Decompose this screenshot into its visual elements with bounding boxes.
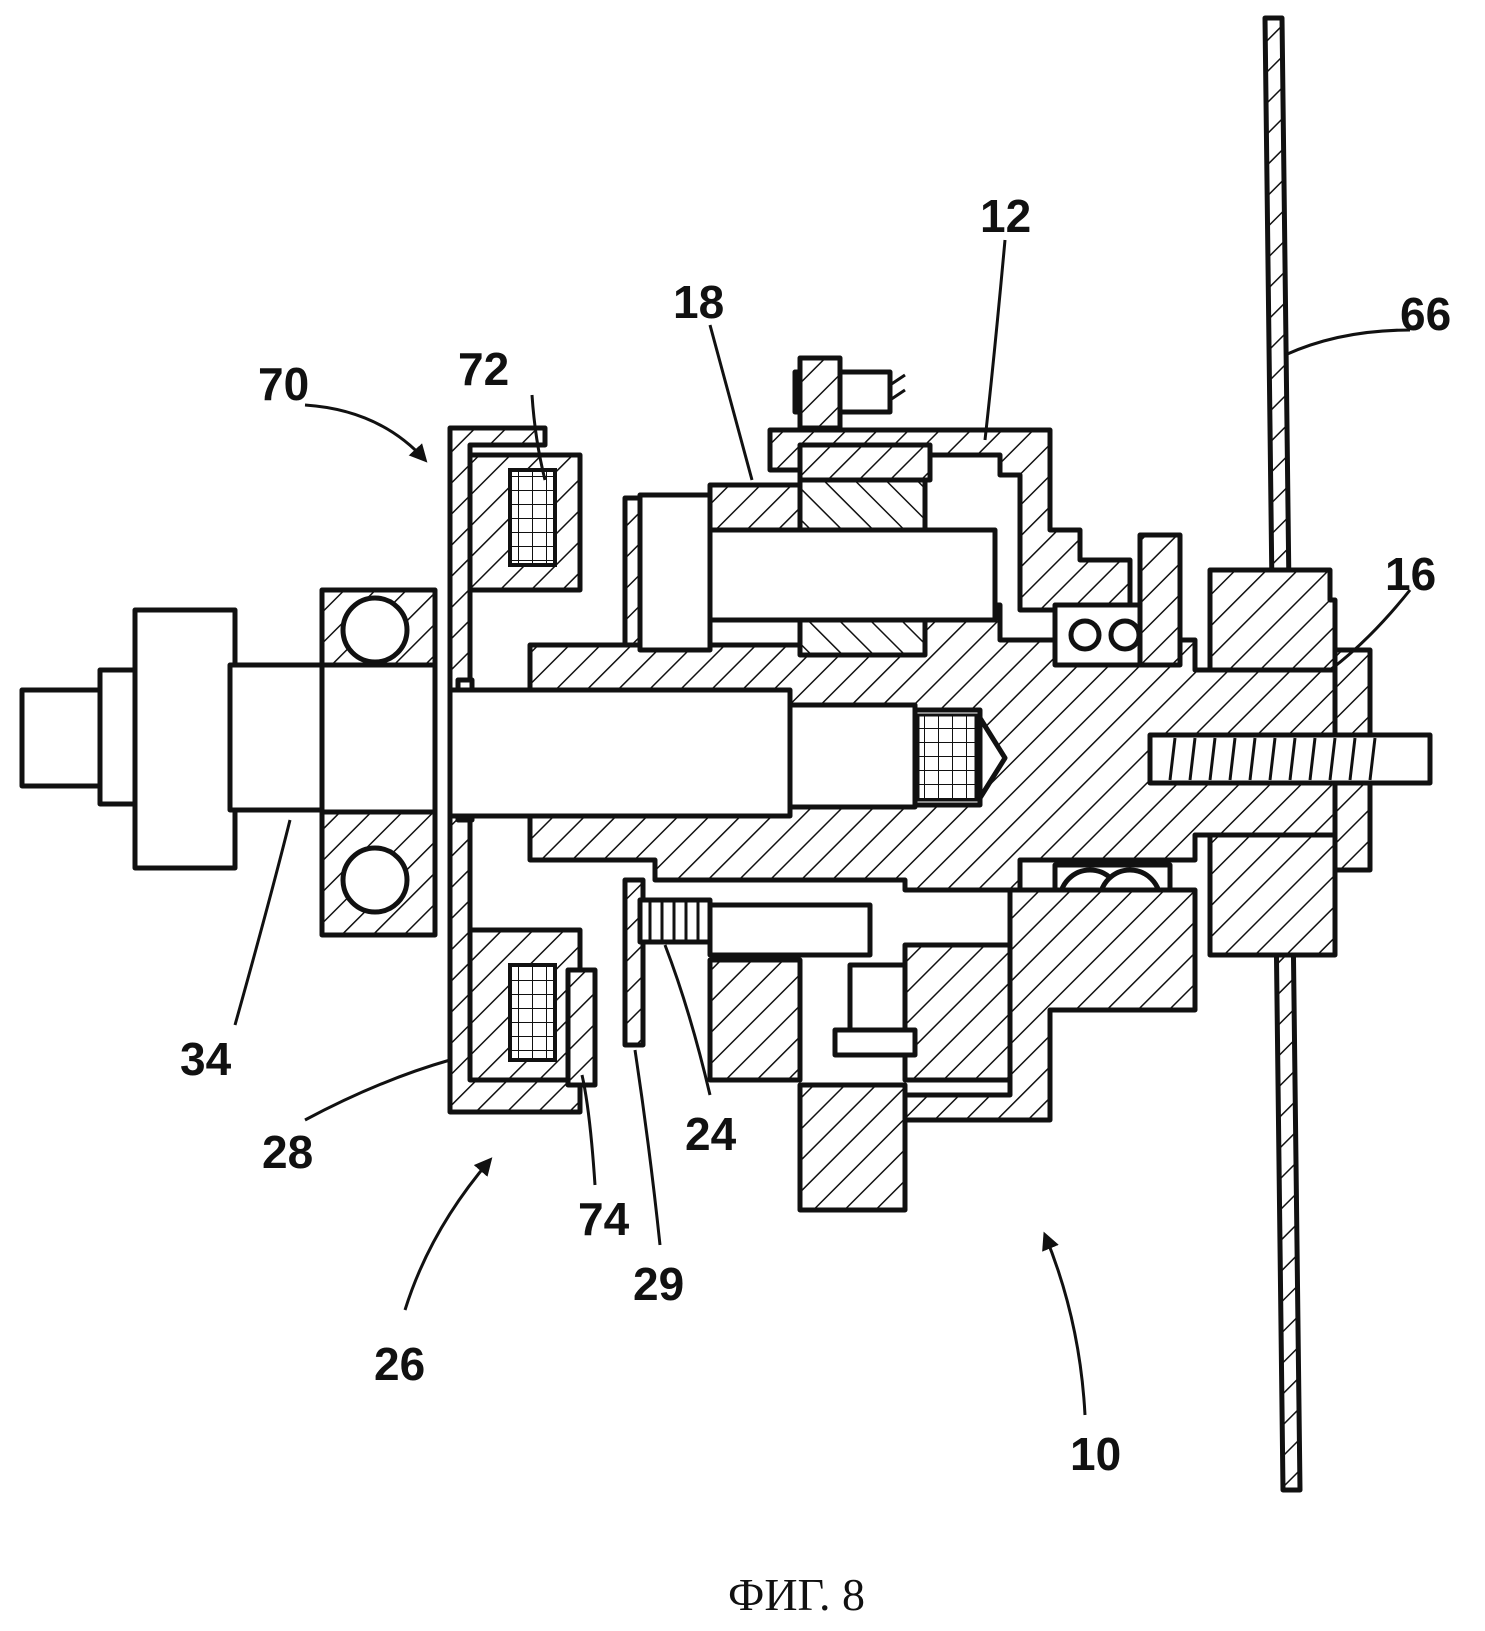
spindle-hub xyxy=(447,602,1338,893)
ref-10: 10 xyxy=(1070,1428,1121,1480)
ref-26: 26 xyxy=(374,1338,425,1390)
screw-24 xyxy=(637,897,873,958)
reference-labels: 70 72 18 12 66 16 34 28 26 74 29 24 10 xyxy=(180,190,1451,1480)
coil-lower xyxy=(508,963,557,1062)
coil-upper xyxy=(508,468,557,567)
ref-16: 16 xyxy=(1385,548,1436,600)
ref-66: 66 xyxy=(1400,288,1451,340)
ref-28: 28 xyxy=(262,1126,313,1178)
left-ball-bearing xyxy=(319,587,438,938)
blade-flange xyxy=(1147,567,1433,958)
ref-74: 74 xyxy=(578,1193,630,1245)
ref-12: 12 xyxy=(980,190,1031,242)
ref-70: 70 xyxy=(258,358,309,410)
housing-lower xyxy=(707,887,1198,1213)
gear-18 xyxy=(637,477,998,658)
housing-12 xyxy=(767,355,1133,613)
motor-housing xyxy=(447,425,598,1115)
input-shaft xyxy=(19,607,353,871)
ref-72: 72 xyxy=(458,343,509,395)
figure-caption: ФИГ. 8 xyxy=(728,1569,865,1620)
leader-lines xyxy=(233,239,1412,1416)
ref-24: 24 xyxy=(685,1108,737,1160)
ref-34: 34 xyxy=(180,1033,232,1085)
ref-29: 29 xyxy=(633,1258,684,1310)
ref-18: 18 xyxy=(673,276,724,328)
